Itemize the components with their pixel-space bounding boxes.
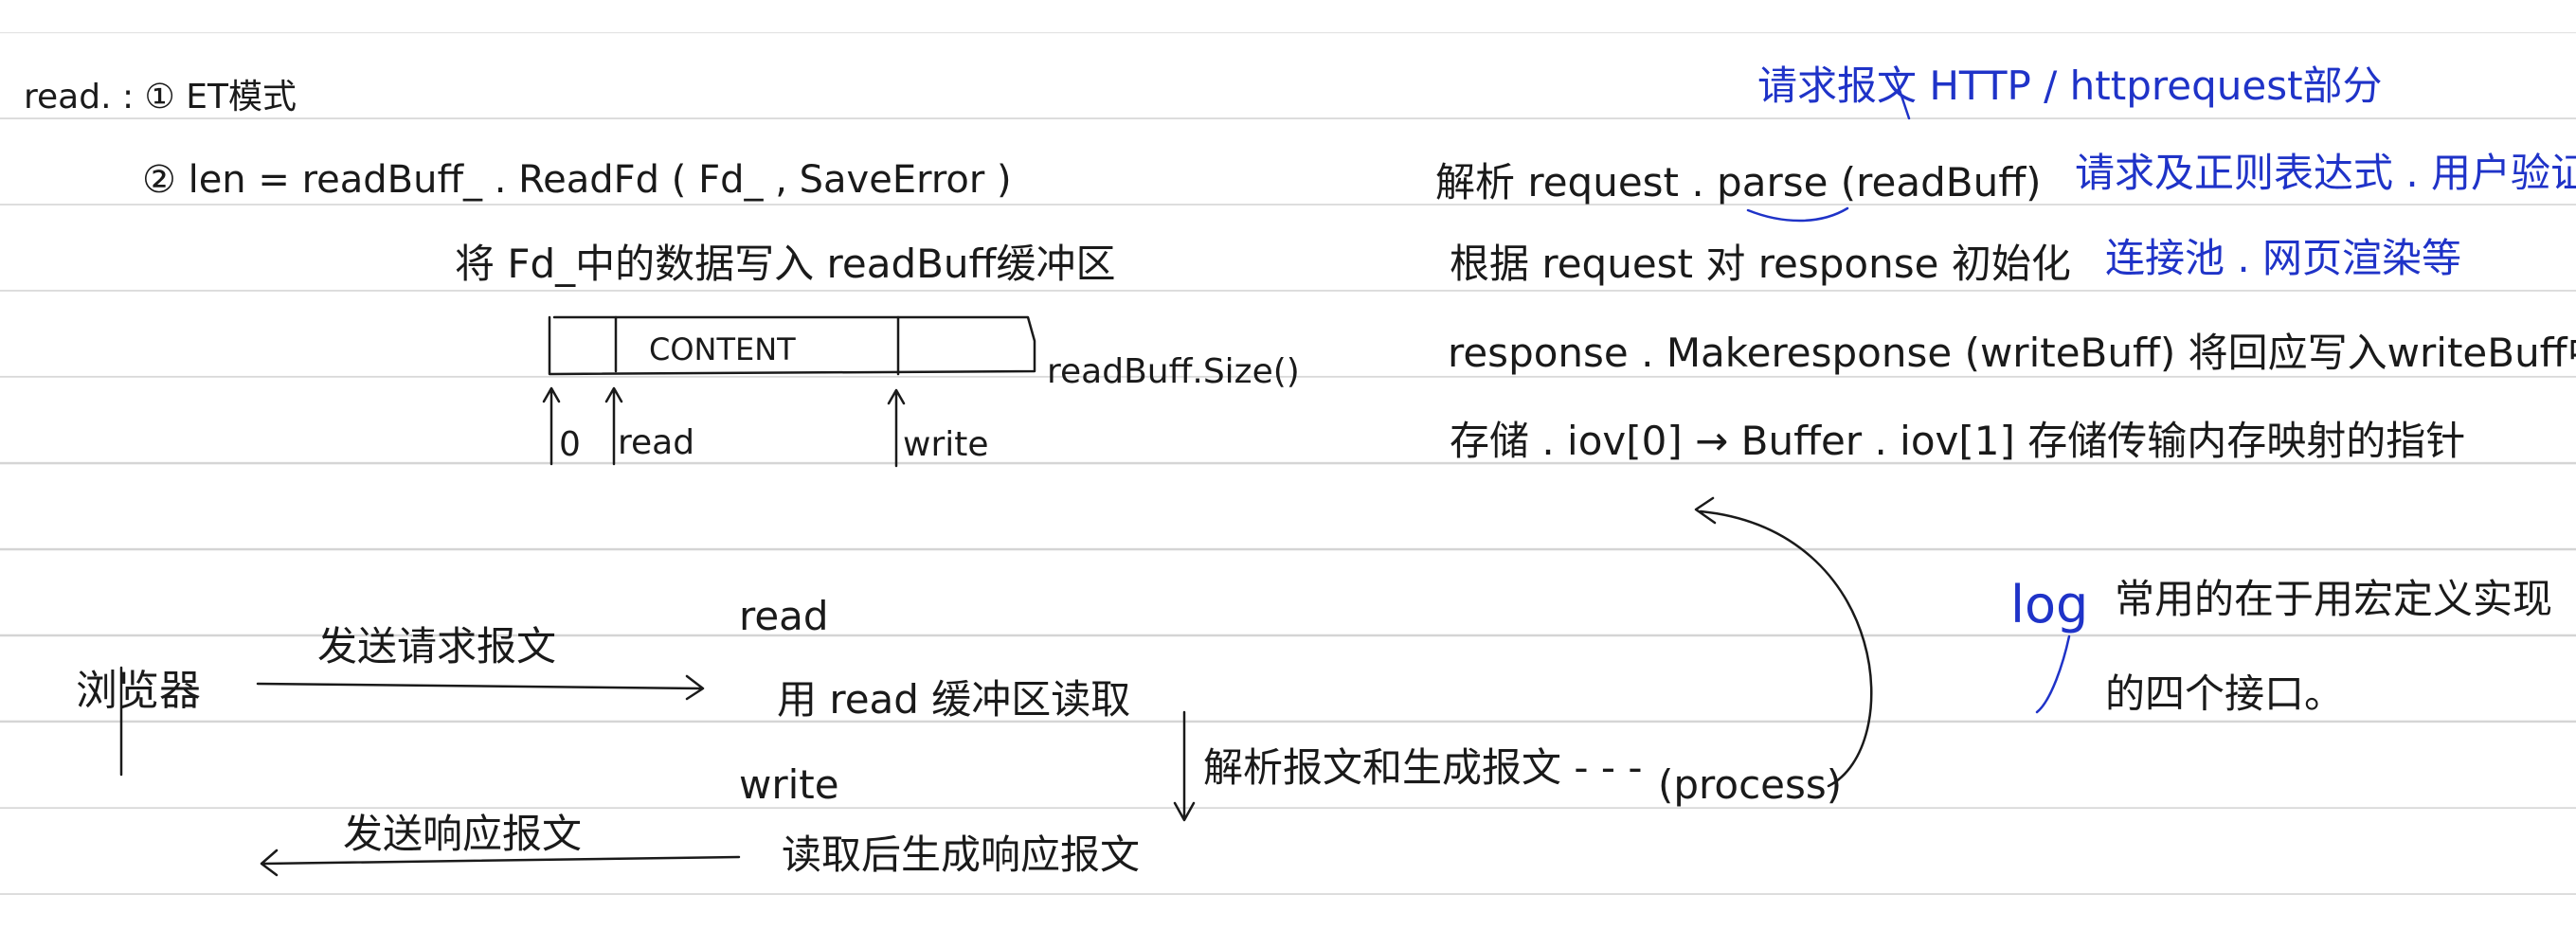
parse-down-arrow [1173, 710, 1196, 822]
readfd-line: ② len = readBuff_ . ReadFd ( Fd_ , SaveE… [142, 158, 1012, 202]
send-request-label: 发送请求报文 [317, 623, 557, 670]
write-to-buffer-note: 将 Fd_中的数据写入 readBuff缓冲区 [455, 241, 1116, 287]
annotation-slash [1893, 74, 1911, 120]
read-label: read. : [24, 78, 145, 116]
pointer-zero-arrow [542, 386, 561, 466]
et-mode-label: ① ET模式 [144, 78, 297, 116]
makeresponse-line: response . Makeresponse (writeBuff) 将回应写… [1448, 330, 2576, 376]
read-heading: read. : ① ET模式 [24, 80, 297, 115]
init-line: 根据 request 对 response 初始化 [1450, 241, 2071, 287]
pointer-read-arrow [604, 386, 623, 466]
parse-generate-label: 解析报文和生成报文 - - - [1203, 744, 1643, 791]
send-response-arrow [260, 849, 741, 877]
write-step-desc: 读取后生成响应报文 [782, 831, 1141, 878]
iov-store-line: 存储 . iov[0] → Buffer . iov[1] 存储传输内存映射的指… [1450, 418, 2466, 464]
log-prefix: log [2010, 575, 2089, 634]
parse-underline [1746, 206, 1849, 223]
log-line-1: 常用的在于用宏定义实现 [2115, 576, 2553, 622]
read-step-desc: 用 read 缓冲区读取 [777, 676, 1131, 723]
log-line-2: 的四个接口。 [2105, 670, 2345, 717]
send-response-label: 发送响应报文 [343, 811, 583, 857]
process-curve-arrow [1694, 496, 1873, 788]
pointer-zero-label: 0 [559, 425, 581, 464]
send-request-arrow [256, 674, 705, 701]
buffer-cell-content: CONTENT [649, 331, 796, 367]
process-label: (process) [1658, 761, 1843, 808]
read-step-title: read [739, 593, 829, 639]
parse-line: 解析 request . parse (readBuff) [1435, 159, 2042, 205]
buffer-box-outline [548, 315, 1036, 376]
request-annotation: 请求报文 HTTP / httprequest部分 [1757, 63, 2383, 109]
init-note: 连接池 . 网页渲染等 [2105, 235, 2462, 281]
pointer-read-label: read [618, 423, 695, 462]
parse-note: 请求及正则表达式 . 用户验证 [2075, 150, 2576, 196]
pointer-write-label: write [903, 425, 989, 464]
buffer-size-label: readBuff.Size() [1047, 352, 1300, 391]
log-curl [2035, 634, 2071, 714]
write-step-title: write [739, 761, 839, 808]
pointer-write-arrow [887, 388, 906, 468]
browser-label: 浏览器 [76, 667, 201, 715]
